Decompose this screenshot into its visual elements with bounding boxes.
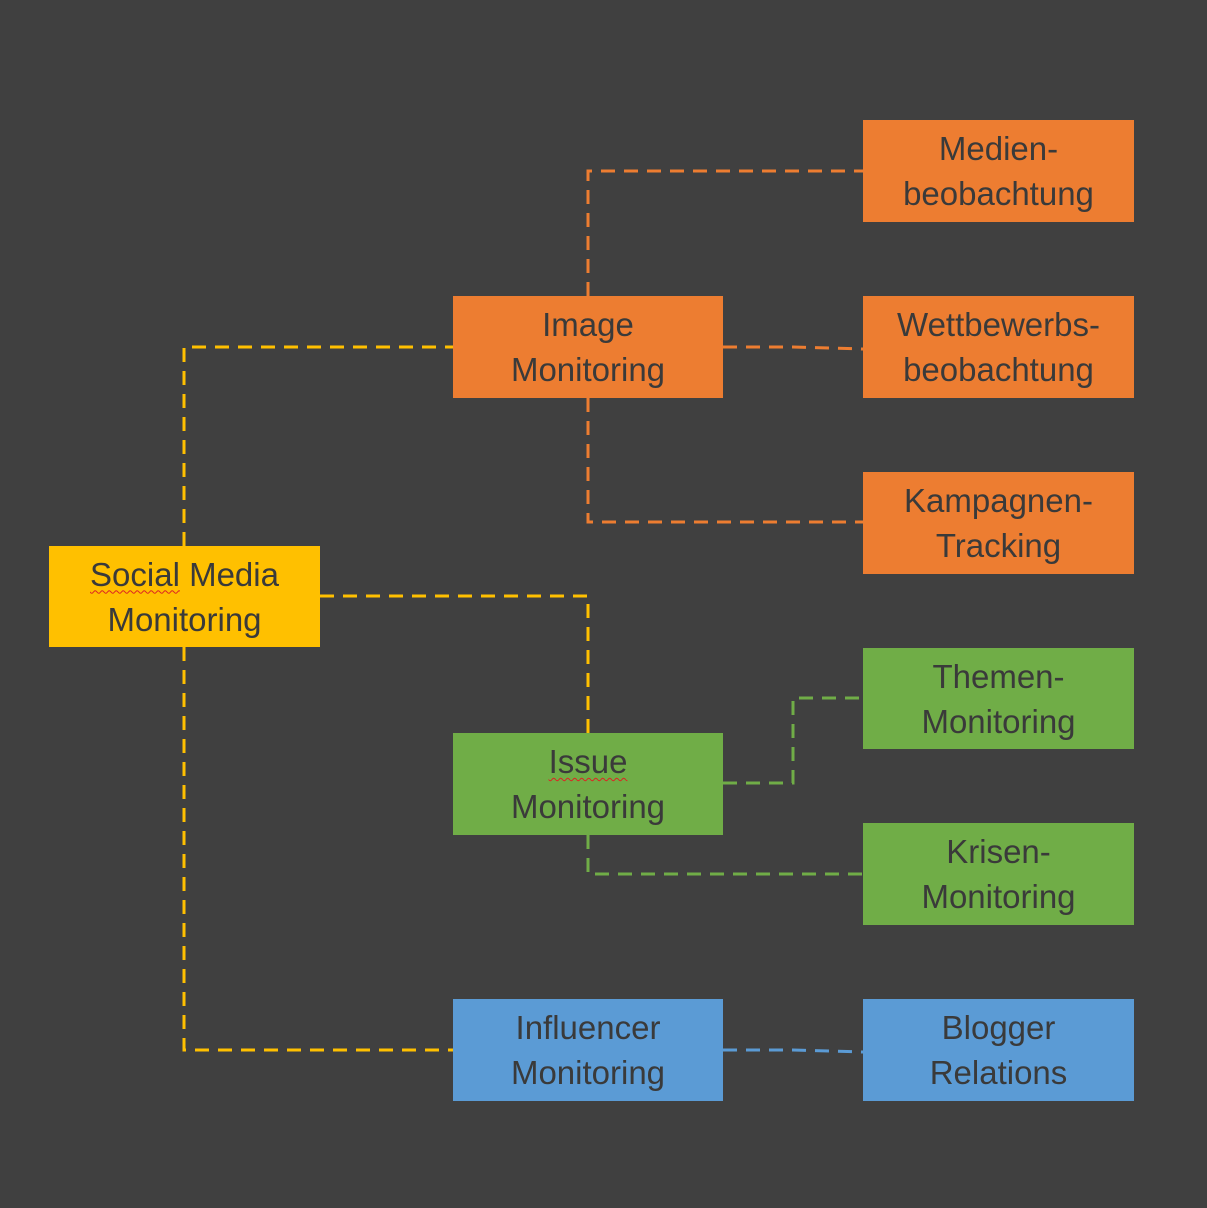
node-kampagnen-tracking-line2: Tracking: [935, 527, 1062, 564]
node-image-monitoring: Image Monitoring: [453, 296, 723, 398]
node-blogger-relations-line1: Blogger: [941, 1009, 1056, 1046]
node-medienbeobachtung-line2: beobachtung: [903, 175, 1094, 212]
edge-root-to-image: [182, 345, 453, 546]
node-issue-monitoring: Issue Monitoring: [453, 733, 723, 835]
node-image-monitoring-line2: Monitoring: [510, 351, 666, 388]
edge-image-to-wettbewerb: [723, 345, 864, 351]
node-krisen-monitoring-line2: Monitoring: [921, 878, 1076, 915]
edge-influencer-to-blogger: [723, 1048, 864, 1054]
node-medienbeobachtung-line1: Medien-: [938, 130, 1059, 167]
node-krisen-monitoring-line1: Krisen-: [946, 833, 1051, 870]
node-themen-monitoring-line2: Monitoring: [921, 702, 1076, 740]
node-krisen-monitoring: Krisen- Monitoring: [863, 823, 1134, 925]
root-node-social-media-monitoring: Social Media Monitoring: [49, 546, 320, 647]
root-node-line1: Social Media: [90, 552, 279, 597]
node-themen-monitoring-line1: Themen-: [932, 657, 1065, 695]
root-node-line2: Monitoring: [107, 600, 262, 638]
node-issue-monitoring-line2: Monitoring: [510, 788, 666, 825]
node-themen-monitoring: Themen- Monitoring: [863, 648, 1134, 749]
node-blogger-relations-line2: Relations: [929, 1054, 1068, 1091]
root-node-word-media: Media: [189, 555, 279, 593]
node-image-monitoring-line1: Image: [542, 306, 634, 343]
node-medienbeobachtung: Medien- beobachtung: [863, 120, 1134, 222]
node-influencer-monitoring-line2: Monitoring: [510, 1054, 666, 1091]
edge-issue-to-krisen: [586, 835, 863, 876]
edge-root-to-issue: [320, 594, 590, 733]
node-kampagnen-tracking-line1: Kampagnen-: [904, 482, 1093, 519]
edge-issue-to-themen: [723, 696, 863, 785]
edge-image-to-medien: [586, 169, 863, 296]
edge-root-to-influencer: [182, 647, 453, 1052]
node-influencer-monitoring-line1: Influencer: [515, 1009, 661, 1046]
node-blogger-relations: Blogger Relations: [863, 999, 1134, 1101]
edge-image-to-kampagnen: [586, 398, 863, 524]
node-kampagnen-tracking: Kampagnen- Tracking: [863, 472, 1134, 574]
root-node-word-social: Social: [90, 555, 180, 593]
node-influencer-monitoring: Influencer Monitoring: [453, 999, 723, 1101]
node-issue-monitoring-line1: Issue: [548, 743, 628, 780]
node-wettbewerbsbeobachtung: Wettbewerbs- beobachtung: [863, 296, 1134, 398]
node-wettbewerbsbeobachtung-line1: Wettbewerbs-: [897, 306, 1100, 343]
node-wettbewerbsbeobachtung-line2: beobachtung: [903, 351, 1094, 388]
